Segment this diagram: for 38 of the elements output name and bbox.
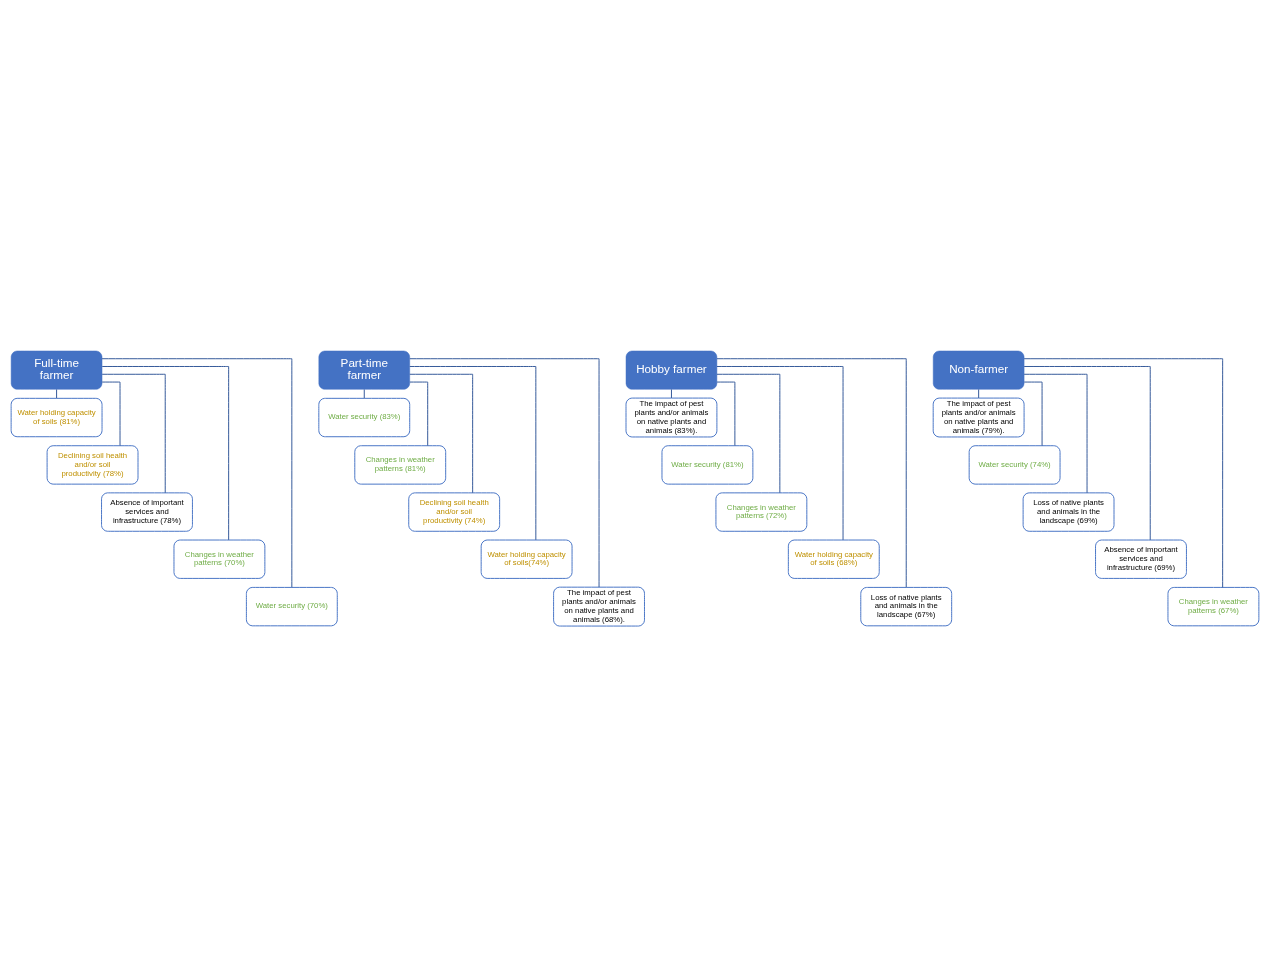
node-box: The impact of pest plants and/or animals on native plants and animals (79%). — [932, 397, 1025, 438]
connector — [409, 381, 429, 447]
node-box: Water holding capacity of soils (81%) — [10, 397, 103, 438]
node-box: The impact of pest plants and/or animals on native plants and animals (68%). — [553, 586, 645, 627]
node-box: Water security (74%) — [968, 445, 1061, 485]
node-box: Loss of native plants and animals in the landscape (69%) — [1022, 492, 1115, 532]
node-box: Water security (81%) — [661, 445, 754, 485]
node-box: Water security (83%) — [318, 397, 411, 438]
connector — [1023, 373, 1088, 494]
connector — [56, 388, 58, 399]
node-box: Absence of important services and infrastructure (78%) — [101, 492, 193, 532]
connector — [716, 373, 781, 494]
node-box: Loss of native plants and animals in the landscape (67%) — [860, 586, 953, 627]
node-box: Changes in weather patterns (70%) — [173, 539, 266, 579]
node-box: Declining soil health and/or soil productivity (74%) — [408, 492, 501, 532]
connector — [409, 373, 474, 494]
node-box: Changes in weather patterns (67%) — [1167, 586, 1260, 627]
connector — [978, 388, 980, 399]
node-box: Part-time farmer — [318, 350, 410, 390]
connector — [716, 381, 736, 447]
connector — [670, 388, 672, 399]
connector — [101, 381, 121, 447]
connector — [716, 366, 844, 541]
connector — [363, 388, 365, 399]
node-box: Declining soil health and/or soil productivity (78%) — [46, 445, 139, 485]
connector — [101, 373, 166, 494]
connector — [716, 358, 907, 588]
node-box: Non-farmer — [932, 350, 1025, 390]
node-box: Water holding capacity of soils(74%) — [480, 539, 573, 579]
node-box: Water security (70%) — [245, 586, 338, 627]
node-box: Changes in weather patterns (72%) — [715, 492, 808, 532]
node-box: Changes in weather patterns (81%) — [354, 445, 447, 485]
node-box: The impact of pest plants and/or animals on native plants and animals (83%). — [625, 397, 718, 438]
connector — [1023, 381, 1043, 447]
node-box: Absence of important services and infrastructure (69%) — [1095, 539, 1187, 579]
node-box: Full-time farmer — [10, 350, 103, 390]
node-box: Water holding capacity of soils (68%) — [787, 539, 880, 579]
node-box: Hobby farmer — [625, 350, 718, 390]
